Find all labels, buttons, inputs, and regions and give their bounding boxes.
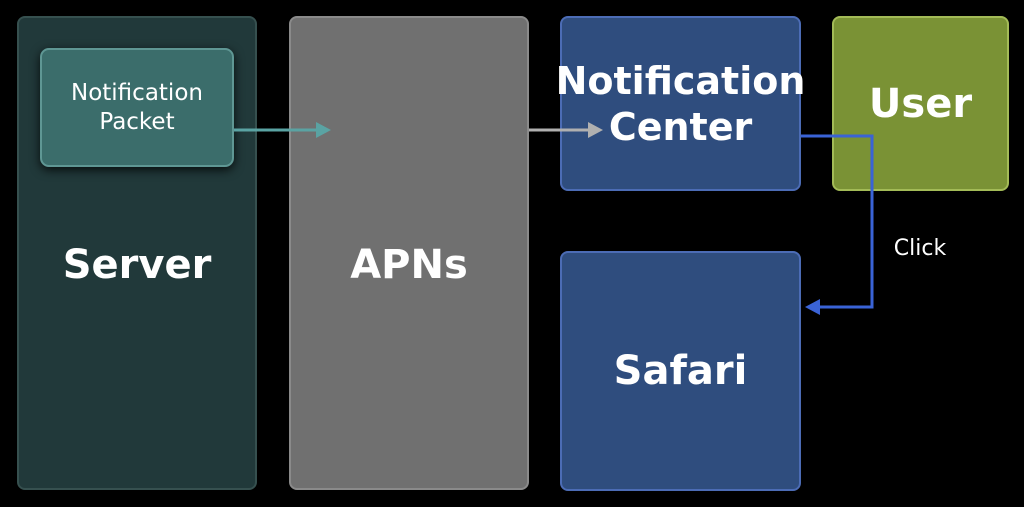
notification-packet-node: Notification Packet: [40, 48, 234, 167]
apns-node: APNs: [289, 16, 529, 490]
arrow-head-notification-center-to-safari: [805, 299, 820, 315]
packet-label-line1: Notification: [71, 79, 203, 106]
server-label: Server: [62, 242, 212, 288]
safari-label: Safari: [613, 348, 748, 394]
notification-packet-text: Notification Packet: [71, 79, 203, 137]
apns-label: APNs: [350, 242, 468, 288]
notification-center-text: Notification Center: [556, 58, 806, 150]
arrow-notification-center-to-safari: [801, 134, 874, 309]
click-edge-label: Click: [893, 236, 947, 261]
notification-center-line2: Center: [608, 104, 753, 149]
user-label: User: [868, 80, 973, 127]
user-node: User: [832, 16, 1009, 191]
arrow-head-apns-to-notification-center: [588, 122, 603, 138]
notification-center-line1: Notification: [555, 58, 806, 103]
arrow-head-packet-to-apns: [316, 122, 331, 138]
packet-label-line2: Packet: [99, 108, 175, 135]
notification-center-node: Notification Center: [556, 16, 805, 191]
safari-node: Safari: [560, 251, 801, 491]
